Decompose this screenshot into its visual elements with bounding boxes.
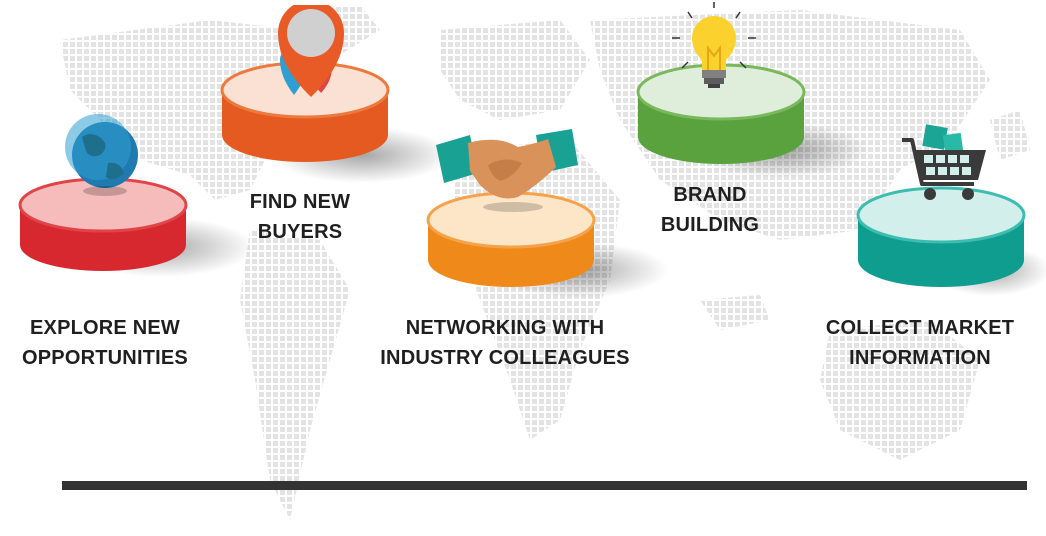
label-line: COLLECT MARKET bbox=[825, 317, 1015, 339]
pedestal-brand-building bbox=[636, 2, 870, 178]
map-pin-icon bbox=[278, 5, 344, 97]
label-collect-market-information: COLLECT MARKET INFORMATION bbox=[800, 313, 1040, 373]
label-line: EXPLORE NEW bbox=[30, 317, 180, 339]
label-line: INDUSTRY COLLEAGUES bbox=[380, 347, 630, 369]
label-brand-building: BRAND BUILDING bbox=[640, 180, 780, 240]
pedestal-market-info bbox=[856, 124, 1046, 296]
label-networking: NETWORKING WITH INDUSTRY COLLEAGUES bbox=[355, 313, 655, 373]
label-line: BRAND bbox=[673, 184, 747, 206]
pedestal-explore bbox=[18, 114, 250, 277]
globe-icon bbox=[65, 114, 138, 196]
handshake-icon bbox=[436, 129, 578, 212]
light-bulb-icon bbox=[672, 2, 756, 88]
divider-bar bbox=[62, 481, 1027, 490]
label-line: BUYERS bbox=[257, 221, 343, 243]
pedestal-top bbox=[426, 191, 596, 249]
shopping-cart-icon bbox=[902, 124, 986, 200]
pedestal-networking bbox=[426, 129, 668, 298]
label-line: FIND NEW bbox=[249, 191, 351, 213]
pedestal-top bbox=[856, 186, 1026, 244]
label-line: BUILDING bbox=[660, 214, 760, 236]
label-find-new-buyers: FIND NEW BUYERS bbox=[220, 187, 380, 247]
label-line: INFORMATION bbox=[849, 347, 991, 369]
label-explore-new-opportunities: EXPLORE NEW OPPORTUNITIES bbox=[0, 313, 210, 373]
label-line: OPPORTUNITIES bbox=[22, 347, 188, 369]
label-line: NETWORKING WITH bbox=[405, 317, 605, 339]
pedestal-find-buyers bbox=[220, 5, 452, 183]
